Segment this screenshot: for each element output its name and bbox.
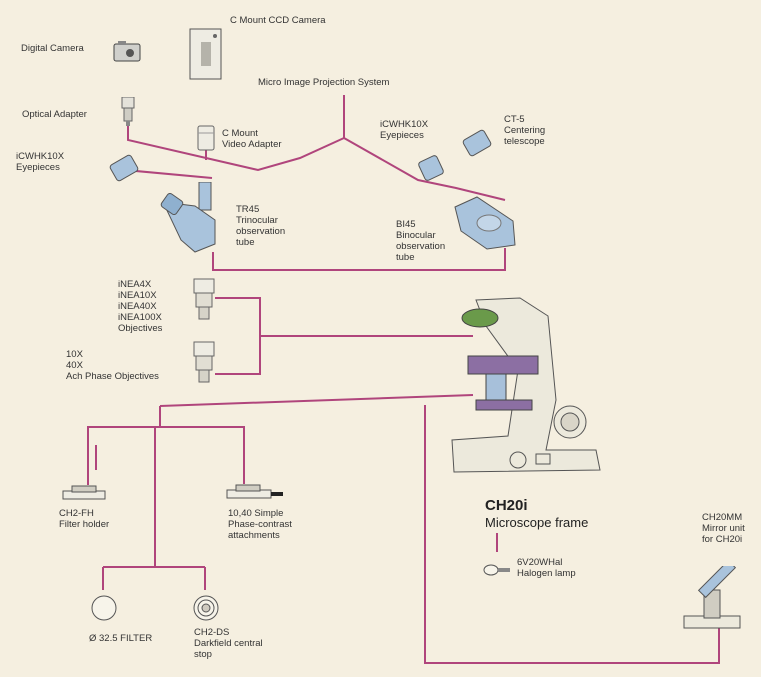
mirror-unit-icon [682, 566, 742, 630]
label-optical-adapter: Optical Adapter [22, 109, 87, 120]
binocular-tube-icon [449, 195, 523, 253]
digital-camera-icon [113, 41, 141, 63]
phase-objective-icon [192, 341, 216, 385]
ccd-camera-icon [189, 28, 223, 82]
filter-icon [90, 594, 118, 622]
frame-name-title: Microscope frame [485, 515, 589, 530]
c-mount-adapter-icon [197, 125, 215, 151]
label-projection-system: Micro Image Projection System [258, 77, 390, 88]
phase-contrast-attachment-icon [226, 484, 284, 500]
centering-telescope-icon [461, 128, 495, 162]
trinocular-tube-icon [155, 182, 227, 258]
halogen-lamp-icon [483, 564, 511, 576]
filter-holder-icon [62, 485, 106, 501]
eyepiece-right-icon [416, 152, 446, 184]
label-c-mount-ccd-camera: C Mount CCD Camera [230, 15, 326, 26]
darkfield-stop-icon [192, 594, 220, 622]
eyepiece-left-icon [108, 153, 142, 185]
microscope-frame-icon [446, 290, 606, 482]
label-digital-camera: Digital Camera [21, 43, 84, 54]
optical-adapter-icon [120, 97, 136, 127]
frame-model-title: CH20i [485, 497, 528, 514]
label-filter: Ø 32.5 FILTER [89, 633, 153, 644]
infinity-objective-icon [192, 278, 216, 322]
